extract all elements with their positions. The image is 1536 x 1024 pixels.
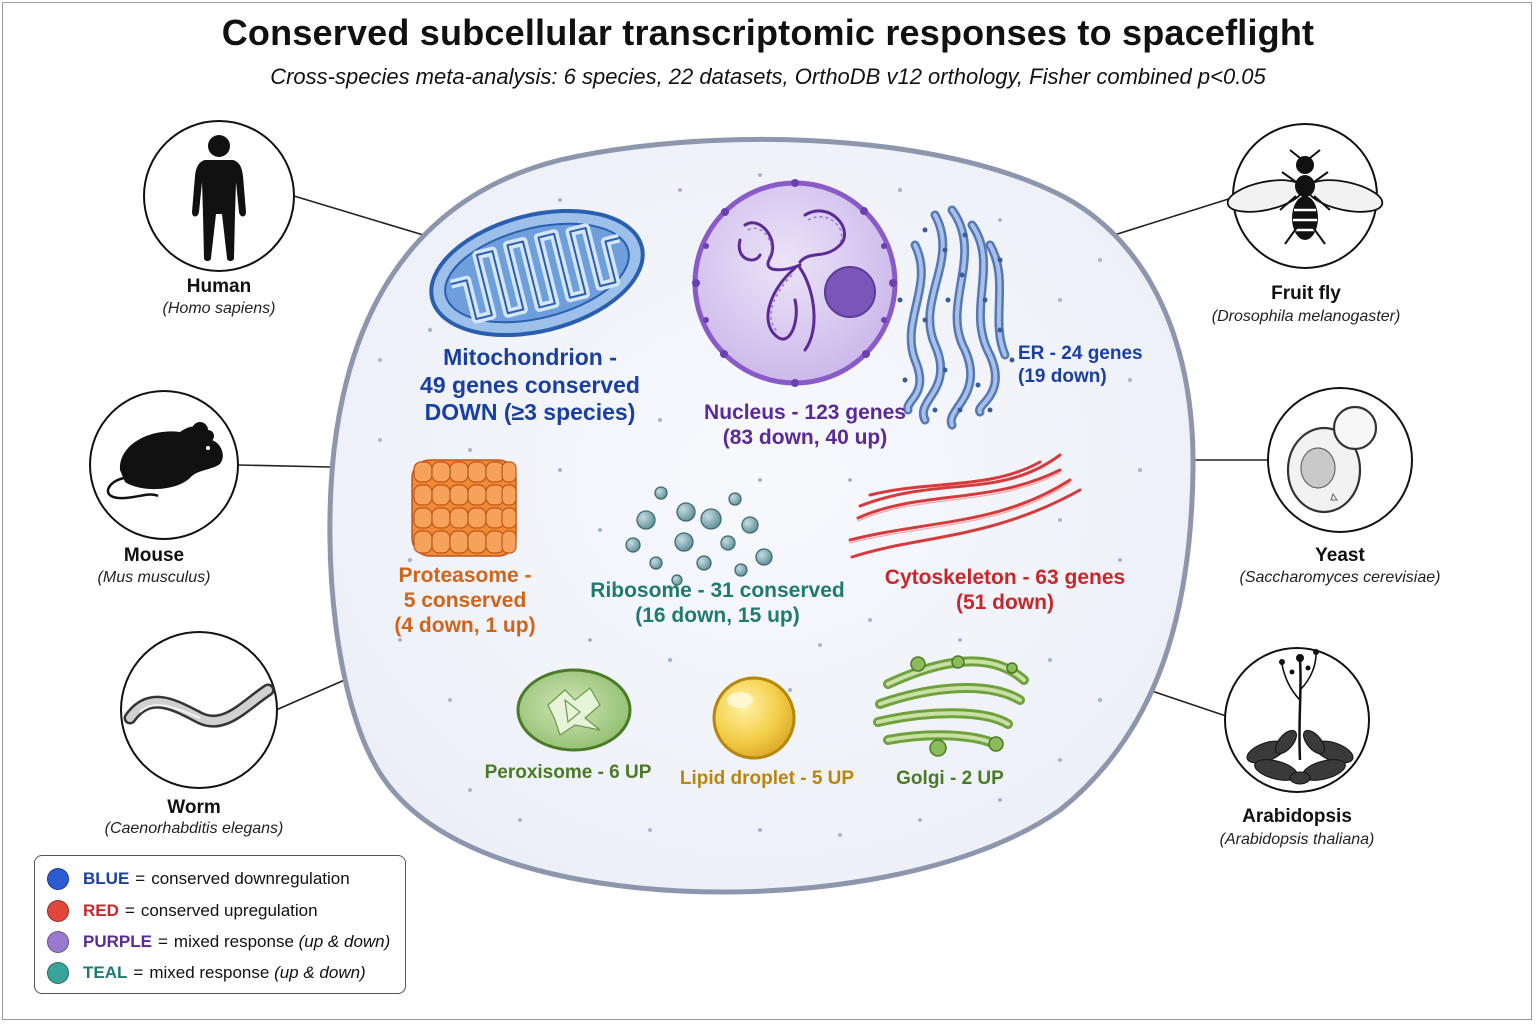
- peroxisome-illustration: [516, 668, 632, 752]
- legend-key-red: RED: [83, 901, 119, 920]
- proteasome-label-line3: (4 down, 1 up): [394, 614, 536, 638]
- ribosome-illustration: [625, 486, 773, 586]
- yeast-icon: [1286, 405, 1378, 514]
- er-label: ER - 24 genes (19 down): [1018, 343, 1143, 389]
- worm-scientific: (Caenorhabditis elegans): [104, 820, 284, 837]
- nucleus-label-line2: (83 down, 40 up): [722, 426, 888, 450]
- connector-mouse: [237, 464, 331, 468]
- ribosome-label-line2: (16 down, 15 up): [635, 604, 800, 628]
- golgi-label: Golgi - 2 UP: [896, 768, 1004, 789]
- fly-name: Fruit fly: [1271, 283, 1341, 304]
- lipid-droplet-illustration: [712, 676, 796, 760]
- legend-sep-blue: =: [135, 869, 146, 888]
- er-label-line1: ER - 24 genes: [1018, 343, 1143, 364]
- proteasome-label: Proteasome - 5 conserved (4 down, 1 up): [380, 563, 550, 639]
- plant-icon: [1246, 649, 1354, 785]
- legend-dot-teal: [47, 962, 69, 984]
- fly-scientific: (Drosophila melanogaster): [1211, 308, 1401, 325]
- cytoskeleton-label: Cytoskeleton - 63 genes (51 down): [870, 565, 1140, 615]
- mitochondrion-illustration: [429, 208, 645, 338]
- legend-row-blue: BLUE = conserved downregulation: [47, 866, 350, 892]
- legend-dot-red: [47, 900, 69, 922]
- legend-row-red: RED = conserved upregulation: [47, 898, 318, 924]
- mouse-icon: [106, 422, 223, 500]
- legend-key-purple: PURPLE: [83, 932, 152, 951]
- er-label-line2: (19 down): [1018, 365, 1107, 387]
- plant-name: Arabidopsis: [1242, 806, 1352, 827]
- legend-desc-red: conserved upregulation: [140, 901, 318, 920]
- mouse-scientific: (Mus musculus): [97, 569, 211, 586]
- nucleus-illustration: [692, 179, 898, 387]
- legend-sep-purple: =: [157, 932, 168, 951]
- cytoskeleton-label-line1: Cytoskeleton - 63 genes: [884, 566, 1126, 589]
- er-illustration: [897, 205, 1015, 430]
- figure-title: Conserved subcellular transcriptomic res…: [221, 12, 1315, 53]
- mitochondrion-label: Mitochondrion - 49 genes conserved DOWN …: [400, 344, 660, 427]
- legend-row-teal: TEAL = mixed response (up & down): [47, 960, 366, 986]
- legend-key-teal: TEAL: [83, 963, 128, 982]
- cytoskeleton-illustration: [848, 453, 1082, 559]
- legend-sep-red: =: [124, 901, 135, 920]
- legend-key-blue: BLUE: [83, 869, 130, 888]
- figure-subtitle: Cross-species meta-analysis: 6 species, …: [270, 64, 1266, 89]
- legend-desc-blue: conserved downregulation: [151, 869, 350, 888]
- worm-name: Worm: [167, 797, 221, 818]
- proteasome-label-line2: 5 conserved: [403, 589, 527, 613]
- legend-desc-purple: mixed response: [173, 932, 299, 951]
- human-icon: [192, 135, 246, 261]
- mouse-name: Mouse: [123, 545, 185, 566]
- peroxisome-label: Peroxisome - 6 UP: [484, 762, 652, 783]
- legend-desc-teal: mixed response: [149, 963, 275, 982]
- yeast-scientific: (Saccharomyces cerevisiae): [1239, 569, 1441, 586]
- lipid-droplet-label: Lipid droplet - 5 UP: [679, 768, 855, 789]
- plant-circle: [1224, 647, 1370, 793]
- legend-sep-teal: =: [133, 963, 144, 982]
- human-name: Human: [186, 276, 252, 297]
- worm-icon: [123, 683, 275, 728]
- cytoplasm-speckles: [378, 173, 1142, 837]
- color-legend: BLUE = conserved downregulation RED = co…: [34, 855, 406, 994]
- cytoskeleton-label-line2: (51 down): [956, 591, 1054, 615]
- nucleus-label-line1: Nucleus - 123 genes: [704, 401, 906, 424]
- legend-italic-purple: (up & down): [298, 932, 391, 951]
- ribosome-label-line1: Ribosome - 31 conserved: [590, 579, 845, 602]
- legend-row-purple: PURPLE = mixed response (up & down): [47, 929, 390, 955]
- plant-scientific: (Arabidopsis thaliana): [1219, 831, 1375, 848]
- legend-dot-blue: [47, 868, 69, 890]
- golgi-illustration: [873, 655, 1029, 757]
- mitochondrion-label-line2: 49 genes conserved: [420, 371, 640, 398]
- yeast-name: Yeast: [1315, 545, 1365, 566]
- legend-dot-purple: [47, 931, 69, 953]
- connector-human: [293, 195, 431, 238]
- ribosome-label: Ribosome - 31 conserved (16 down, 15 up): [590, 578, 845, 628]
- fly-icon: [1226, 149, 1384, 245]
- connector-plant: [1142, 687, 1227, 717]
- mitochondrion-label-line1: Mitochondrion -: [443, 344, 617, 370]
- legend-italic-teal: (up & down): [274, 963, 366, 982]
- proteasome-label-line1: Proteasome -: [398, 564, 532, 587]
- proteasome-illustration: [411, 459, 517, 557]
- nucleus-label: Nucleus - 123 genes (83 down, 40 up): [690, 400, 920, 450]
- worm-circle: [120, 631, 278, 789]
- mitochondrion-label-line3: DOWN (≥3 species): [424, 399, 636, 426]
- human-scientific: (Homo sapiens): [162, 300, 276, 317]
